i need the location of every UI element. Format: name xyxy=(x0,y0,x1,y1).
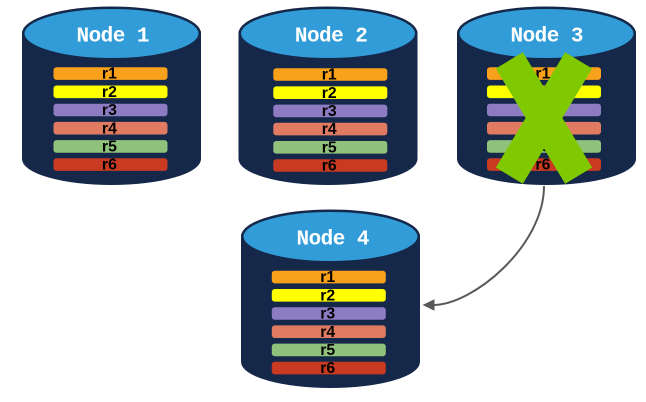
svg-text:Node 2: Node 2 xyxy=(295,26,368,49)
svg-text:Node 3: Node 3 xyxy=(511,26,584,49)
svg-text:Node 4: Node 4 xyxy=(297,229,370,252)
svg-text:Node 1: Node 1 xyxy=(77,26,150,49)
